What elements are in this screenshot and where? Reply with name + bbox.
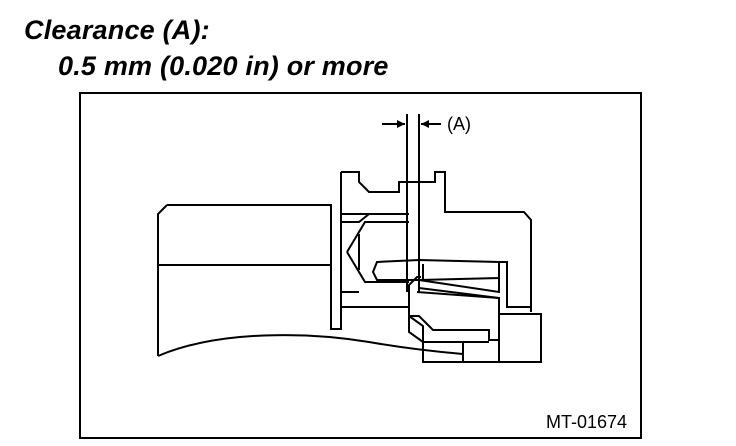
sleeve-top-profile — [341, 171, 532, 312]
hub-bottom-line — [462, 354, 541, 363]
clearance-title: Clearance (A): — [24, 15, 210, 45]
dimension-arrow-left-head — [397, 120, 405, 128]
hub-notch — [409, 315, 499, 341]
housing-body-outline — [149, 204, 341, 332]
sleeve-chamfer — [341, 213, 370, 293]
clearance-heading: Clearance (A): 0.5 mm (0.020 in) or more — [24, 12, 389, 84]
cone-lower — [346, 251, 409, 283]
clearance-diagram: (A) MT-01674 — [149, 114, 627, 432]
housing-bottom-curve — [157, 334, 464, 357]
callout-a-label: (A) — [447, 114, 471, 134]
housing-top-edge — [167, 204, 332, 214]
ring-right-step — [499, 261, 531, 308]
clearance-spec: 0.5 mm (0.020 in) or more — [58, 51, 389, 81]
gear-cone-taper — [418, 278, 500, 294]
sleeve-upper-block — [330, 214, 421, 330]
hub-inner-bevel — [408, 316, 464, 354]
cone-upper — [346, 221, 409, 253]
diagram-frame: (A) MT-01674 — [79, 92, 642, 439]
dimension-arrow-right-head — [421, 120, 429, 128]
figure-id: MT-01674 — [546, 412, 627, 432]
housing-left-outline — [157, 204, 168, 356]
blocking-ring — [371, 258, 500, 281]
